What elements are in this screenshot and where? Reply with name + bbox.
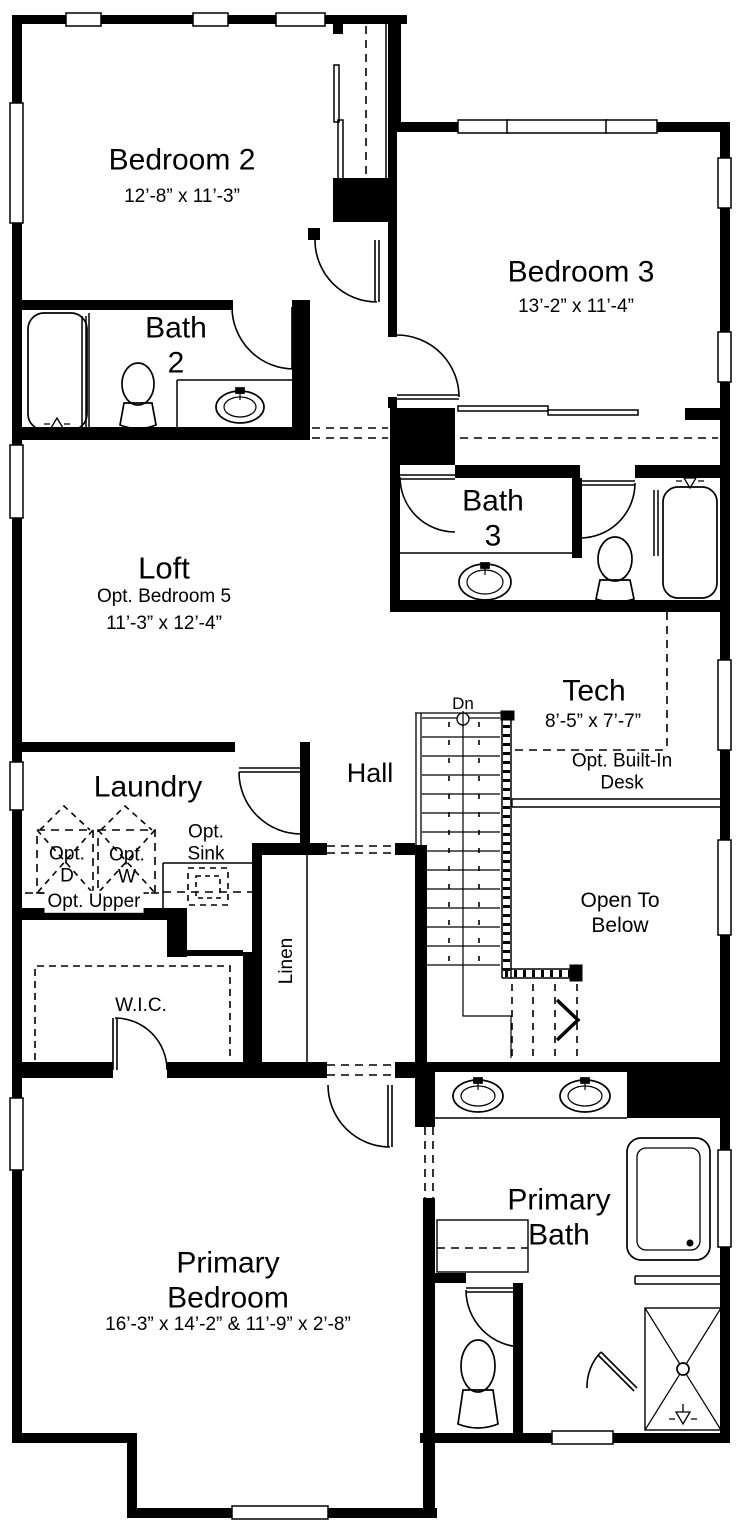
- room-label-laundry: Laundry: [93, 770, 203, 804]
- room-label-wic: W.I.C.: [115, 994, 167, 1016]
- bathtub-bath3: [662, 474, 718, 599]
- door-laundry: [238, 767, 303, 835]
- doors: [112, 239, 638, 1392]
- sink-primary-1: [452, 1077, 504, 1113]
- door-bedroom2: [314, 239, 380, 303]
- toilet-bath2: [119, 362, 157, 430]
- opt-sink-label: Opt. Sink: [187, 821, 225, 865]
- bath2-tub-deck: [81, 316, 87, 427]
- tech-boundary: [515, 612, 668, 751]
- bath3-tub-deck: [653, 490, 659, 556]
- loft-option: Opt. Bedroom 5: [96, 585, 232, 607]
- door-bath3: [399, 474, 456, 533]
- door-bath2: [231, 306, 297, 370]
- windows: [9, 12, 732, 1520]
- shower-primary: [644, 1307, 722, 1431]
- toilet-bath3: [595, 536, 635, 603]
- dims-tech: 8’-5” x 7’-7”: [544, 710, 642, 732]
- opt-dryer-label: Opt. D: [49, 843, 85, 887]
- cabinet-primary-bath: [436, 1219, 529, 1273]
- wic-shelving: [34, 965, 231, 1060]
- primary-bath-entry-opening: [424, 1127, 434, 1198]
- open-to-below-label: Open To Below: [580, 889, 660, 937]
- toilet-primary: [457, 1339, 499, 1429]
- opt-desk-label: Opt. Built-In Desk: [571, 750, 673, 794]
- bathtub-primary: [626, 1137, 711, 1261]
- under-stair-dashed: [511, 984, 581, 1058]
- door-bedroom3: [396, 334, 460, 400]
- stairs: [415, 711, 581, 1058]
- slider-panel: [457, 405, 549, 412]
- dims-primary-bedroom: 16’-3” x 14’-2” & 11’-9” x 2’-8”: [105, 1313, 351, 1335]
- slider-panel: [337, 119, 344, 181]
- laundry-counter: [162, 862, 252, 908]
- bathtub-bath2: [27, 312, 88, 432]
- room-label-linen: Linen: [275, 937, 297, 985]
- built-in-desk-edge: [511, 798, 720, 808]
- linen-passage-opening-top: [327, 845, 395, 854]
- slider-panel: [547, 409, 639, 416]
- opt-upper-label: Opt. Upper: [44, 890, 144, 914]
- walls: [12, 15, 730, 1518]
- fixtures: [27, 312, 722, 1431]
- room-label-bath3: Bath 3: [462, 484, 524, 553]
- stairs-down-label: Dn: [452, 693, 474, 713]
- room-label-primary-bedroom: Primary Bedroom: [167, 1246, 289, 1315]
- room-label-hall: Hall: [346, 758, 394, 789]
- room-label-bath2: Bath 2: [145, 311, 207, 380]
- room-label-primary-bath: Primary Bath: [507, 1183, 611, 1252]
- door-shower: [586, 1351, 638, 1392]
- sink-bath2: [215, 387, 265, 424]
- thin-lines: [81, 24, 721, 1285]
- dims-loft: 11’-3” x 12’-4”: [106, 612, 222, 634]
- opt-sink-box: [187, 867, 229, 906]
- sink-primary-2: [559, 1077, 611, 1113]
- dims-bedroom3: 13’-2” x 11’-4”: [518, 295, 634, 317]
- railing: [500, 710, 720, 982]
- opt-washer-box: [97, 804, 156, 894]
- door-wic: [112, 1017, 168, 1071]
- room-label-bedroom3: Bedroom 3: [507, 255, 655, 289]
- room-label-loft: Loft: [138, 550, 190, 586]
- door-primary-bedroom: [327, 1084, 393, 1148]
- slider-panel: [333, 64, 340, 123]
- shower-curb: [634, 1275, 721, 1285]
- primary-bedroom-entry-opening: [327, 1064, 395, 1076]
- opt-washer-label: Opt. W: [109, 844, 145, 888]
- direction-arrow: [555, 998, 581, 1042]
- door-bath3-toilet: [579, 480, 636, 539]
- bath2-counter: [176, 379, 300, 433]
- dims-bedroom2: 12’-8” x 11’-3”: [124, 185, 240, 207]
- door-primary-toilet: [465, 1287, 524, 1348]
- sink-bath3: [458, 562, 512, 601]
- hall-cased-opening: [312, 427, 388, 439]
- room-label-tech: Tech: [562, 674, 626, 708]
- room-label-bedroom2: Bedroom 2: [108, 143, 256, 177]
